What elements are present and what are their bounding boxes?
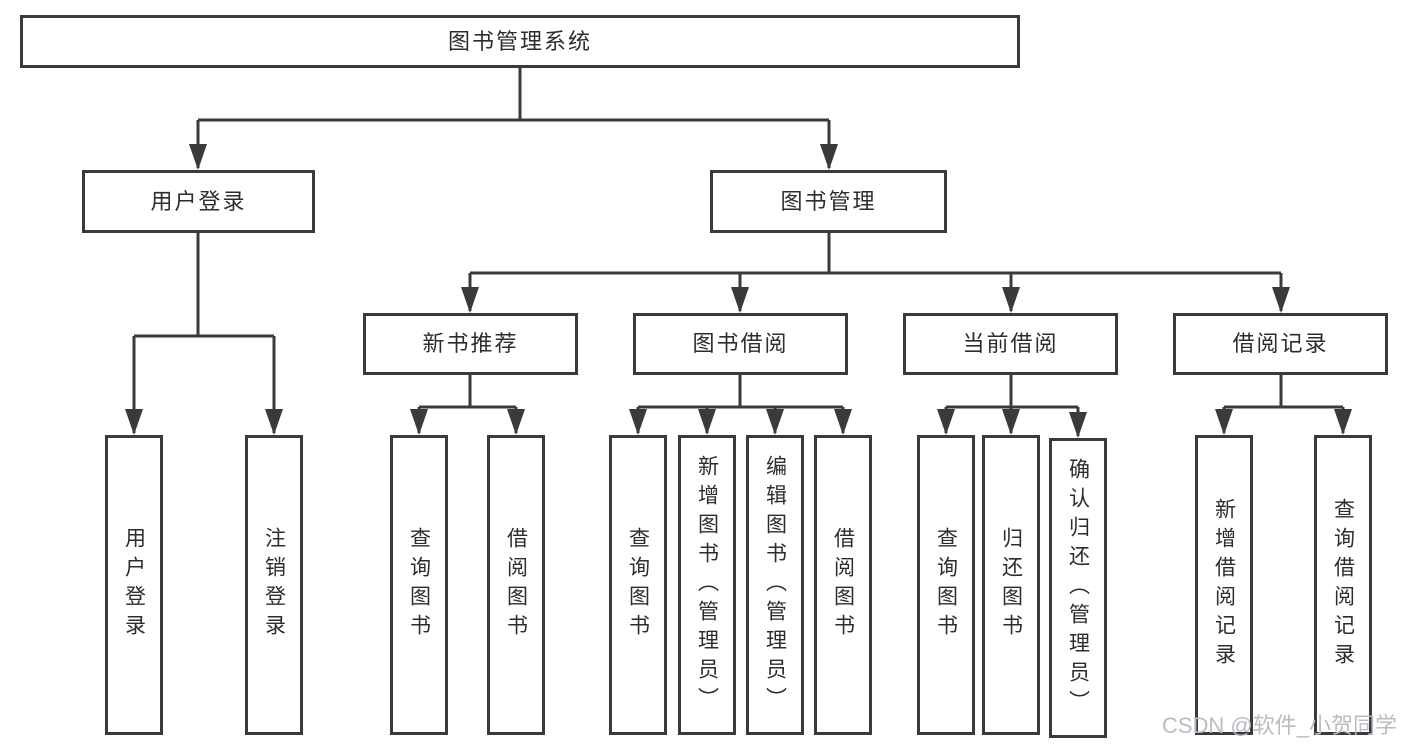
leaf-user-login: 用户登录 (105, 435, 163, 735)
node-label: 借阅图书 (504, 527, 528, 643)
arrowhead (937, 409, 955, 435)
node-label: 注销登录 (262, 527, 286, 643)
connector-root-to-level2 (196, 68, 831, 168)
arrowhead (834, 409, 852, 435)
node-label: 当前借阅 (962, 331, 1059, 356)
connector-book-management-to-level3 (468, 233, 1283, 311)
arrowhead (265, 409, 283, 435)
node-label: 借阅图书 (831, 527, 855, 643)
arrowhead (629, 409, 647, 435)
node-root: 图书管理系统 (20, 15, 1020, 68)
arrowhead (507, 409, 525, 435)
node-label: 新增借阅记录 (1212, 498, 1236, 672)
leaf-br-add-record: 新增借阅记录 (1195, 435, 1253, 735)
node-label: 确认归还（管理员） (1066, 457, 1090, 719)
leaf-br-query-record: 查询借阅记录 (1314, 435, 1372, 735)
leaf-bb-query-book: 查询图书 (609, 435, 667, 735)
node-new-book-recommend: 新书推荐 (363, 313, 578, 375)
leaf-cb-query-book: 查询图书 (917, 435, 975, 735)
node-borrow-records: 借阅记录 (1173, 313, 1388, 375)
arrowhead (461, 287, 479, 313)
connector-user-login-to-leaves (132, 233, 276, 433)
leaf-rec-borrow-book: 借阅图书 (487, 435, 545, 735)
node-label: 图书管理系统 (447, 28, 592, 54)
leaf-cb-return-book: 归还图书 (982, 435, 1040, 735)
arrowhead (1215, 409, 1233, 435)
arrowhead (410, 409, 428, 435)
node-book-management: 图书管理 (710, 170, 947, 233)
node-label: 编辑图书（管理员） (763, 454, 787, 716)
connector-new-book-recommend-to-leaves (417, 375, 518, 433)
node-label: 借阅记录 (1232, 331, 1329, 356)
leaf-bb-edit-book: 编辑图书（管理员） (746, 435, 804, 735)
arrowhead (1069, 412, 1087, 438)
leaf-logout: 注销登录 (245, 435, 303, 735)
node-book-borrow: 图书借阅 (633, 313, 848, 375)
arrowhead (189, 144, 207, 170)
node-label: 用户登录 (150, 188, 247, 214)
node-label: 查询图书 (407, 527, 431, 643)
node-label: 归还图书 (999, 527, 1023, 643)
node-current-borrow: 当前借阅 (903, 313, 1118, 375)
arrowhead (125, 409, 143, 435)
node-label: 查询图书 (626, 527, 650, 643)
arrowhead (1002, 287, 1020, 313)
arrowhead (820, 144, 838, 170)
leaf-bb-borrow-book: 借阅图书 (814, 435, 872, 735)
arrowhead (698, 409, 716, 435)
node-label: 用户登录 (122, 527, 146, 643)
node-label: 查询图书 (934, 527, 958, 643)
leaf-cb-confirm-return: 确认归还（管理员） (1049, 438, 1107, 738)
leaf-bb-add-book: 新增图书（管理员） (678, 435, 736, 735)
node-label: 新书推荐 (422, 331, 519, 356)
node-label: 图书管理 (780, 188, 877, 214)
arrowhead (766, 409, 784, 435)
arrowhead (1272, 287, 1290, 313)
connector-book-borrow-to-leaves (636, 375, 845, 433)
node-label: 查询借阅记录 (1331, 498, 1355, 672)
connector-borrow-records-to-leaves (1222, 375, 1345, 433)
leaf-rec-query-book: 查询图书 (390, 435, 448, 735)
arrowhead (1002, 409, 1020, 435)
node-label: 新增图书（管理员） (695, 454, 719, 716)
arrowhead (731, 287, 749, 313)
node-user-login: 用户登录 (82, 170, 315, 233)
watermark: CSDN @软件_小贺同学 (1161, 713, 1397, 738)
node-label: 图书借阅 (692, 331, 789, 356)
arrowhead (1334, 409, 1352, 435)
